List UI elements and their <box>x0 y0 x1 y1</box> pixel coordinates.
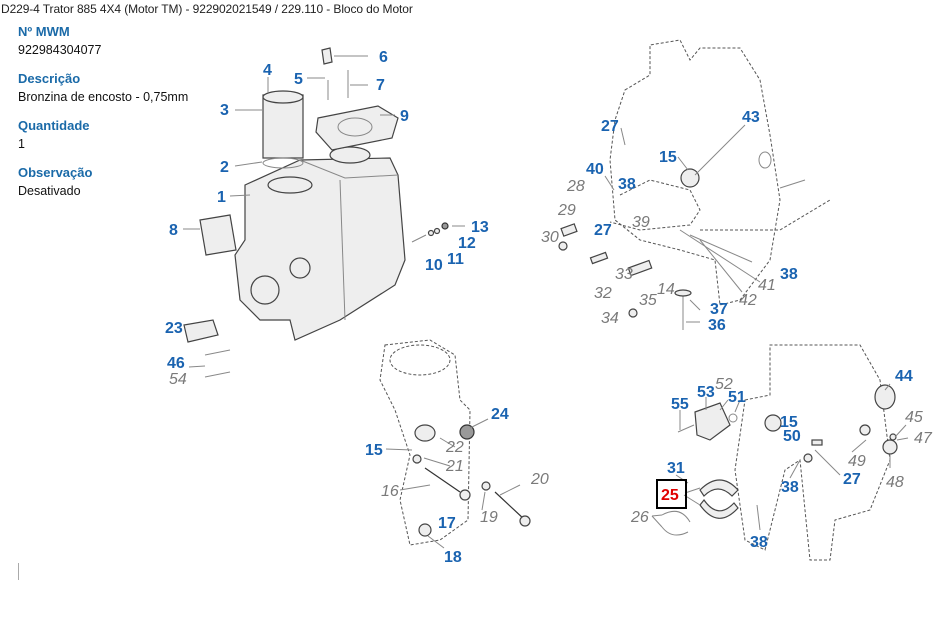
callout-25-selected[interactable]: 25 <box>661 487 679 504</box>
callout-18[interactable]: 18 <box>444 549 462 566</box>
bearing-shell-upper <box>699 479 739 497</box>
description-label: Descrição <box>18 71 81 86</box>
bearing-area-drawing <box>661 344 898 561</box>
callout-24[interactable]: 24 <box>491 406 509 423</box>
callout-43[interactable]: 43 <box>742 109 760 126</box>
observation-label: Observação <box>18 165 93 180</box>
callout-32[interactable]: 32 <box>594 285 612 302</box>
callout-45[interactable]: 45 <box>905 409 923 426</box>
page-title: D229-4 Trator 885 4X4 (Motor TM) - 92290… <box>1 2 413 16</box>
callout-55[interactable]: 55 <box>671 396 689 413</box>
callout-15[interactable]: 15 <box>365 442 383 459</box>
callout-4[interactable]: 4 <box>263 62 272 79</box>
callout-17[interactable]: 17 <box>438 515 456 532</box>
callout-22[interactable]: 22 <box>445 439 464 456</box>
callout-29[interactable]: 29 <box>557 202 576 219</box>
bearing-shell-lower <box>699 498 739 519</box>
callout-38[interactable]: 38 <box>618 176 636 193</box>
callout-53[interactable]: 53 <box>697 384 715 401</box>
callout-35[interactable]: 35 <box>639 292 657 309</box>
observation-value: Desativado <box>18 184 81 198</box>
callout-50[interactable]: 50 <box>783 428 801 445</box>
text-caret <box>18 563 19 580</box>
callout-12[interactable]: 12 <box>458 235 476 252</box>
callout-13[interactable]: 13 <box>471 219 489 236</box>
mwm-number-value: 922984304077 <box>18 43 102 57</box>
quantity-label: Quantidade <box>18 118 90 133</box>
timing-cover-drawing <box>558 39 831 330</box>
description-value: Bronzina de encosto - 0,75mm <box>18 90 189 104</box>
callout-11[interactable]: 11 <box>447 251 464 268</box>
callout-5[interactable]: 5 <box>294 71 303 88</box>
engine-block-drawing <box>183 47 449 378</box>
callout-33[interactable]: 33 <box>615 266 633 283</box>
leader-lines <box>651 383 909 531</box>
callout-27[interactable]: 27 <box>843 471 861 488</box>
callout-27[interactable]: 27 <box>601 118 619 135</box>
leader-lines <box>183 55 465 368</box>
callout-23[interactable]: 23 <box>165 320 183 337</box>
callout-30[interactable]: 30 <box>541 229 559 246</box>
callout-10[interactable]: 10 <box>425 257 443 274</box>
callout-49[interactable]: 49 <box>848 453 866 470</box>
mwm-number-label: Nº MWM <box>18 24 70 39</box>
callout-38[interactable]: 38 <box>750 534 768 551</box>
callout-3[interactable]: 3 <box>220 102 229 119</box>
oil-pump-drawing <box>379 339 531 546</box>
callout-27[interactable]: 27 <box>594 222 612 239</box>
selected-callout-box <box>656 479 687 509</box>
leader-lines <box>385 418 521 549</box>
callout-labels: 4 6 5 7 3 9 2 1 8 13 12 10 11 23 46 54 2… <box>165 49 933 566</box>
callout-47[interactable]: 47 <box>914 430 933 447</box>
callout-8[interactable]: 8 <box>169 222 178 239</box>
callout-51[interactable]: 51 <box>728 389 746 406</box>
callout-41[interactable]: 41 <box>758 277 776 294</box>
callout-38[interactable]: 38 <box>780 266 798 283</box>
callout-7[interactable]: 7 <box>376 77 385 94</box>
callout-38[interactable]: 38 <box>781 479 799 496</box>
callout-20[interactable]: 20 <box>530 471 549 488</box>
callout-36[interactable]: 36 <box>708 317 726 334</box>
callout-44[interactable]: 44 <box>895 368 913 385</box>
leader-lines <box>604 124 761 323</box>
callout-42[interactable]: 42 <box>739 292 757 309</box>
callout-19[interactable]: 19 <box>480 509 498 526</box>
callout-15[interactable]: 15 <box>780 414 798 431</box>
part-info-panel: Nº MWM 922984304077 Descrição Bronzina d… <box>18 24 218 212</box>
callout-40[interactable]: 40 <box>586 161 604 178</box>
callout-52[interactable]: 52 <box>715 376 733 393</box>
callout-39[interactable]: 39 <box>632 214 650 231</box>
quantity-value: 1 <box>18 137 25 151</box>
callout-31[interactable]: 31 <box>667 460 685 477</box>
callout-28[interactable]: 28 <box>566 178 585 195</box>
callout-15[interactable]: 15 <box>659 149 677 166</box>
callout-6[interactable]: 6 <box>379 49 388 66</box>
callout-2[interactable]: 2 <box>220 159 229 176</box>
callout-48[interactable]: 48 <box>886 474 904 491</box>
callout-26[interactable]: 26 <box>630 509 649 526</box>
callout-14[interactable]: 14 <box>657 281 675 298</box>
callout-21[interactable]: 21 <box>445 458 464 475</box>
callout-34[interactable]: 34 <box>601 310 619 327</box>
callout-37[interactable]: 37 <box>710 301 728 318</box>
callout-9[interactable]: 9 <box>400 108 409 125</box>
callout-54[interactable]: 54 <box>169 371 187 388</box>
callout-1[interactable]: 1 <box>217 189 226 206</box>
callout-16[interactable]: 16 <box>381 483 399 500</box>
callout-46[interactable]: 46 <box>167 355 185 372</box>
